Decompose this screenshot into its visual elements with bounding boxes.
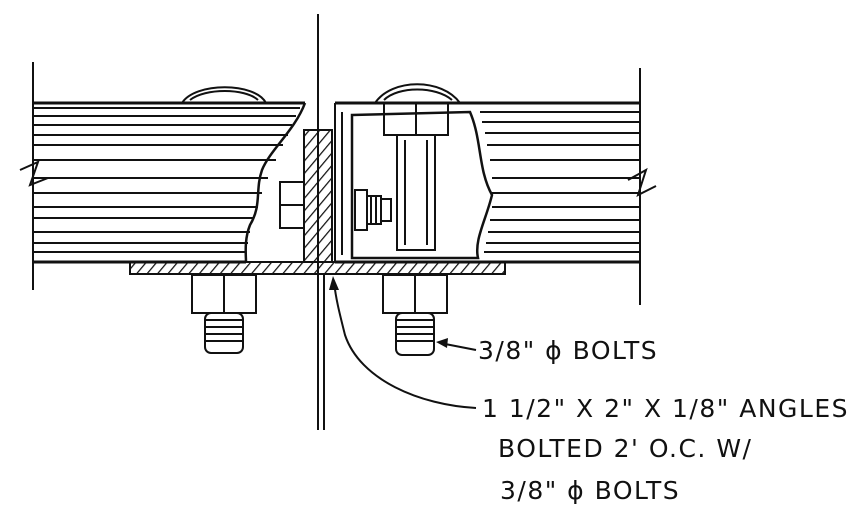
bolt-callout: 3/8" ϕ BOLTS — [478, 336, 659, 365]
angle-vertical-leg — [303, 129, 333, 263]
right-beam — [334, 101, 640, 264]
angle-leader-line — [333, 281, 477, 409]
side-bolt — [354, 189, 392, 231]
right-break-mark — [627, 167, 657, 197]
bolt-size-callout: 3/8" ϕ BOLTS — [500, 476, 681, 505]
bottom-plate — [129, 261, 506, 275]
left-dome-bolt-head — [181, 86, 267, 104]
connection-detail-drawing — [19, 14, 657, 430]
left-lower-bolt — [191, 274, 257, 354]
right-lower-bolt — [382, 274, 448, 356]
right-dome-bolt-head — [374, 83, 461, 104]
angle-callout: 1 1/2" X 2" X 1/8" ANGLES — [482, 394, 849, 423]
bolted-spacing-callout: BOLTED 2' O.C. W/ — [498, 434, 753, 463]
left-break-mark — [19, 160, 49, 187]
left-beam — [33, 101, 307, 264]
right-bolt-shank — [396, 134, 436, 251]
